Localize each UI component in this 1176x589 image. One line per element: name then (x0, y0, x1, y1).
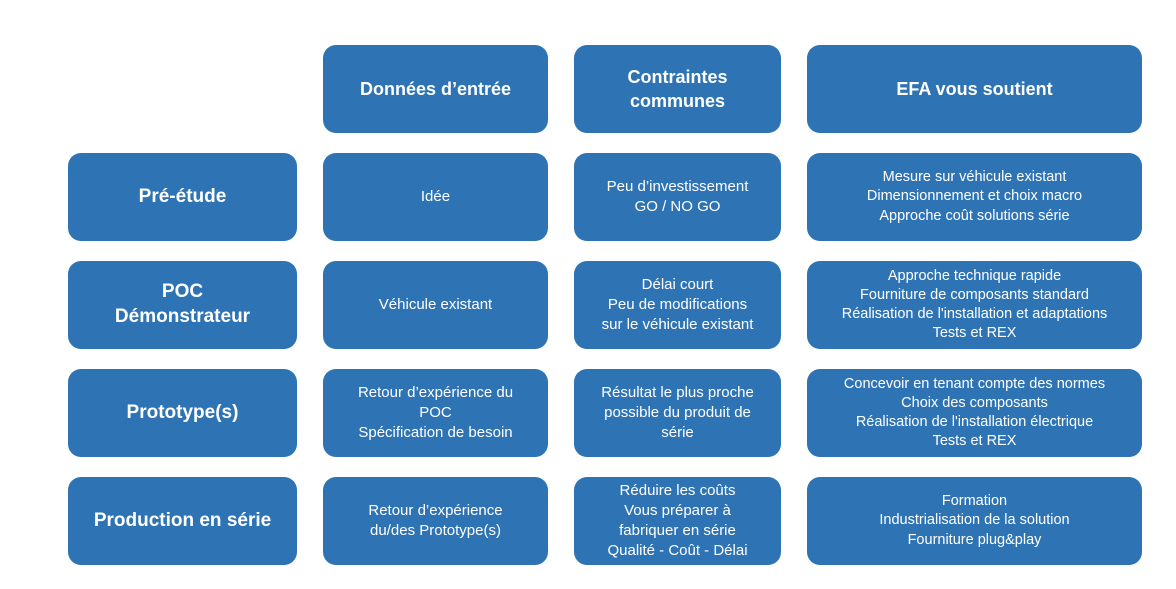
cell-production-efa: Formation Industrialisation de la soluti… (807, 477, 1142, 565)
cell-poc-contraintes: Délai court Peu de modifications sur le … (574, 261, 781, 349)
cell-prototypes-contraintes: Résultat le plus proche possible du prod… (574, 369, 781, 457)
table-grid: Données d’entrée Contraintes communes EF… (68, 45, 1142, 565)
cell-prototypes-efa: Concevoir en tenant compte des normes Ch… (807, 369, 1142, 457)
cell-poc-donnees: Véhicule existant (323, 261, 548, 349)
row-label-poc-demonstrateur: POC Démonstrateur (68, 261, 297, 349)
column-header-efa-vous-soutient: EFA vous soutient (807, 45, 1142, 133)
row-label-production-en-serie: Production en série (68, 477, 297, 565)
column-header-contraintes-communes: Contraintes communes (574, 45, 781, 133)
row-label-prototypes: Prototype(s) (68, 369, 297, 457)
cell-poc-efa: Approche technique rapide Fourniture de … (807, 261, 1142, 349)
empty-corner-cell (68, 45, 297, 133)
cell-pre-etude-donnees: Idée (323, 153, 548, 241)
cell-production-donnees: Retour d’expérience du/des Prototype(s) (323, 477, 548, 565)
cell-prototypes-donnees: Retour d’expérience du POC Spécification… (323, 369, 548, 457)
column-header-donnees-entree: Données d’entrée (323, 45, 548, 133)
row-label-pre-etude: Pré-étude (68, 153, 297, 241)
cell-pre-etude-efa: Mesure sur véhicule existant Dimensionne… (807, 153, 1142, 241)
cell-pre-etude-contraintes: Peu d’investissement GO / NO GO (574, 153, 781, 241)
cell-production-contraintes: Réduire les coûts Vous préparer à fabriq… (574, 477, 781, 565)
